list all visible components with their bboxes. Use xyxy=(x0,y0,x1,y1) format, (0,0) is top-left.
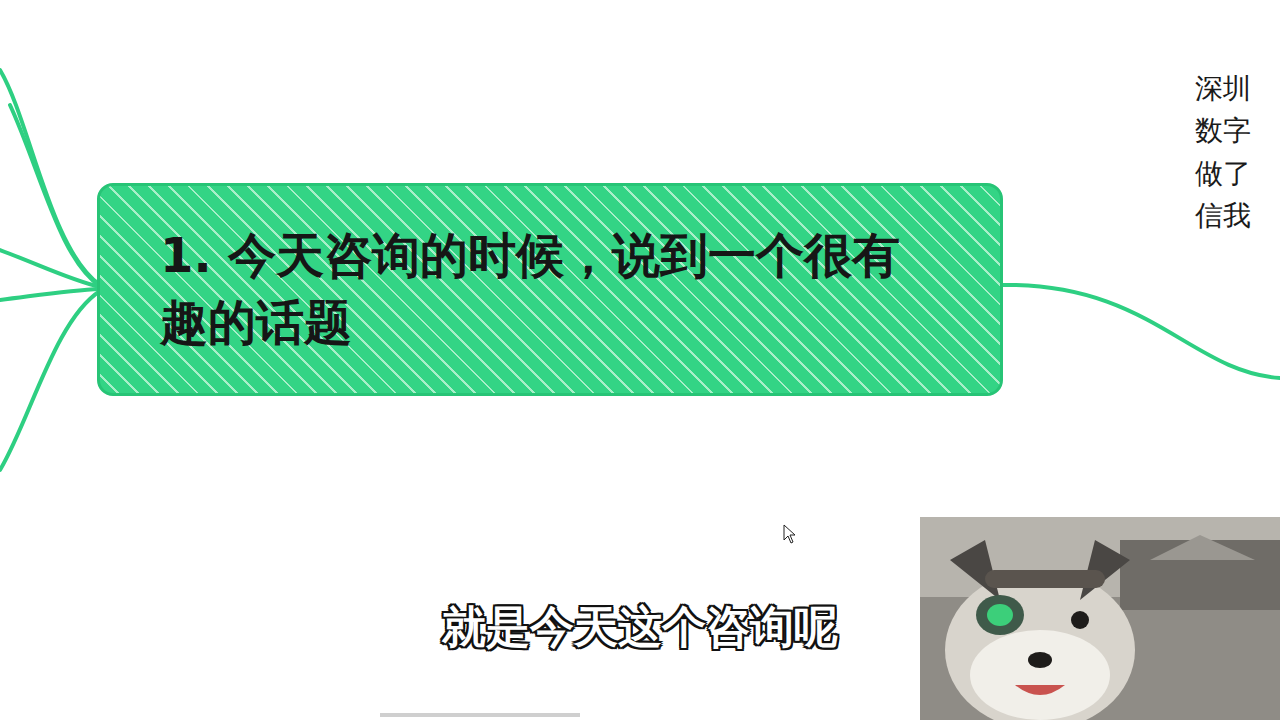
partial-label: 数字 xyxy=(1195,112,1251,150)
mindmap-branches xyxy=(0,70,1280,470)
partial-label: 做了 xyxy=(1195,155,1251,193)
branch-line xyxy=(0,291,100,470)
mouse-cursor xyxy=(784,525,795,543)
branch-line xyxy=(0,70,100,285)
subtitle: 就是今天这个咨询呢 xyxy=(442,598,838,657)
webcam-overlay xyxy=(920,517,1280,720)
partial-label: 深圳 xyxy=(1195,70,1251,108)
branch-line xyxy=(0,250,100,287)
partial-label: 信我 xyxy=(1195,197,1251,235)
branch-line xyxy=(0,289,100,300)
progress-bar xyxy=(380,713,580,717)
branch-line xyxy=(1000,285,1280,378)
topic-box: 1. 今天咨询的时候，说到一个很有趣的话题 xyxy=(97,183,1003,396)
topic-text: 1. 今天咨询的时候，说到一个很有趣的话题 xyxy=(160,222,940,356)
